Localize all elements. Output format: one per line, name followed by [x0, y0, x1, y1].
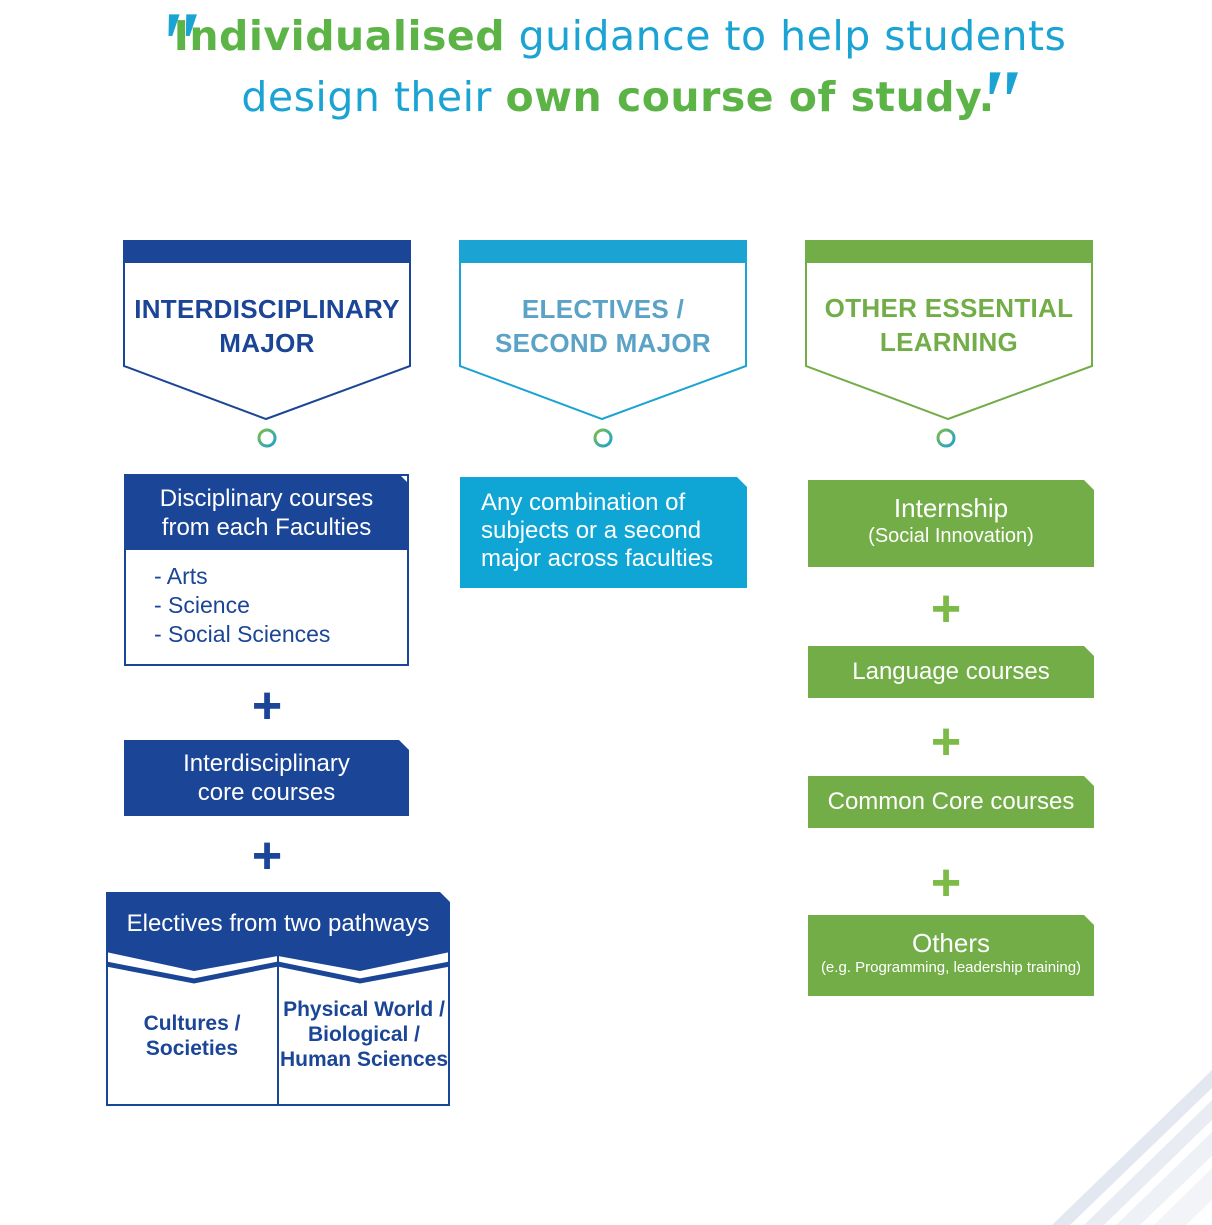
electives-line2: subjects or a second [481, 517, 702, 544]
header-electives-second-major: ELECTIVES / SECOND MAJOR [459, 240, 747, 422]
plus-icon: + [251, 677, 283, 735]
pathway-physical-biological-human: Physical World / Biological / Human Scie… [278, 997, 450, 1072]
others-title: Others [911, 928, 991, 958]
headline-emphasis-1: Individualised [173, 12, 506, 60]
headline-line-1: Individualised guidance to help students [0, 12, 1212, 60]
headline-text-1: guidance to help students [505, 12, 1067, 60]
shield-outline [805, 240, 1093, 421]
open-quote-icon: " [152, 0, 204, 95]
disciplinary-courses-card: Disciplinary courses from each Faculties… [124, 474, 409, 666]
node-dot [936, 428, 956, 448]
internship-box: Internship (Social Innovation) [808, 480, 1094, 567]
major-title-line1: INTERDISCIPLINARY [134, 294, 400, 324]
pathway-right-line1: Physical World / [283, 998, 445, 1021]
electives-title-line1: ELECTIVES / [521, 294, 685, 324]
other-title-line1: OTHER ESSENTIAL [824, 293, 1074, 323]
electives-title-line2: SECOND MAJOR [495, 328, 711, 358]
pathways-card: Electives from two pathways Cultures / S… [106, 892, 450, 1106]
faculty-item-social-sciences: - Social Sciences [154, 621, 331, 647]
pathway-left-line1: Cultures / [143, 1012, 241, 1035]
faculty-item-arts: - Arts [154, 563, 208, 589]
shield-outline [123, 240, 411, 421]
core-line2: core courses [197, 779, 336, 806]
language-courses-label: Language courses [852, 658, 1050, 685]
disciplinary-title-line1: Disciplinary courses [159, 485, 374, 512]
pathways-frame [106, 892, 450, 1106]
node-dot [593, 428, 613, 448]
node-dot [257, 428, 277, 448]
faculty-item-science: - Science [154, 592, 250, 618]
electives-description-box: Any combination of subjects or a second … [460, 477, 747, 588]
headline-emphasis-2: own course of study. [505, 73, 995, 121]
others-box: Others (e.g. Programming, leadership tra… [808, 915, 1094, 996]
core-line1: Interdisciplinary [183, 750, 350, 777]
headline-text-2: design their [241, 73, 506, 121]
pathway-left-line2: Societies [145, 1037, 239, 1060]
electives-line3: major across faculties [481, 545, 714, 572]
major-title-line2: MAJOR [219, 328, 315, 358]
internship-subtitle: (Social Innovation) [868, 525, 1034, 547]
headline-line-2: design their own course of study. [0, 73, 1212, 121]
interdisciplinary-core-courses-box: Interdisciplinary core courses [124, 740, 409, 816]
internship-title: Internship [893, 493, 1009, 523]
close-quote-icon: " [973, 51, 1025, 153]
pathway-cultures-societies: Cultures / Societies [106, 1011, 278, 1061]
other-title-line2: LEARNING [879, 327, 1019, 357]
connector-line [257, 428, 956, 448]
disciplinary-courses-header: Disciplinary courses from each Faculties [124, 474, 409, 550]
disciplinary-title-line2: from each Faculties [161, 514, 372, 541]
others-subtitle: (e.g. Programming, leadership training) [820, 959, 1082, 976]
pathway-right-line3: Human Sciences [279, 1048, 449, 1071]
plus-icon: + [930, 854, 962, 912]
header-other-essential-learning: OTHER ESSENTIAL LEARNING [805, 240, 1093, 422]
header-interdisciplinary-major: INTERDISCIPLINARY MAJOR [123, 240, 411, 422]
pathway-right-line2: Biological / [307, 1023, 420, 1046]
electives-line1: Any combination of [481, 489, 686, 516]
plus-icon: + [251, 827, 283, 885]
language-courses-box: Language courses [808, 646, 1094, 698]
common-core-courses-box: Common Core courses [808, 776, 1094, 828]
corner-stripes-decoration [1052, 1070, 1212, 1225]
plus-icon: + [930, 713, 962, 771]
pathways-title: Electives from two pathways [126, 910, 430, 937]
common-core-label: Common Core courses [827, 788, 1075, 815]
plus-icon: + [930, 580, 962, 638]
shield-outline [459, 240, 747, 421]
